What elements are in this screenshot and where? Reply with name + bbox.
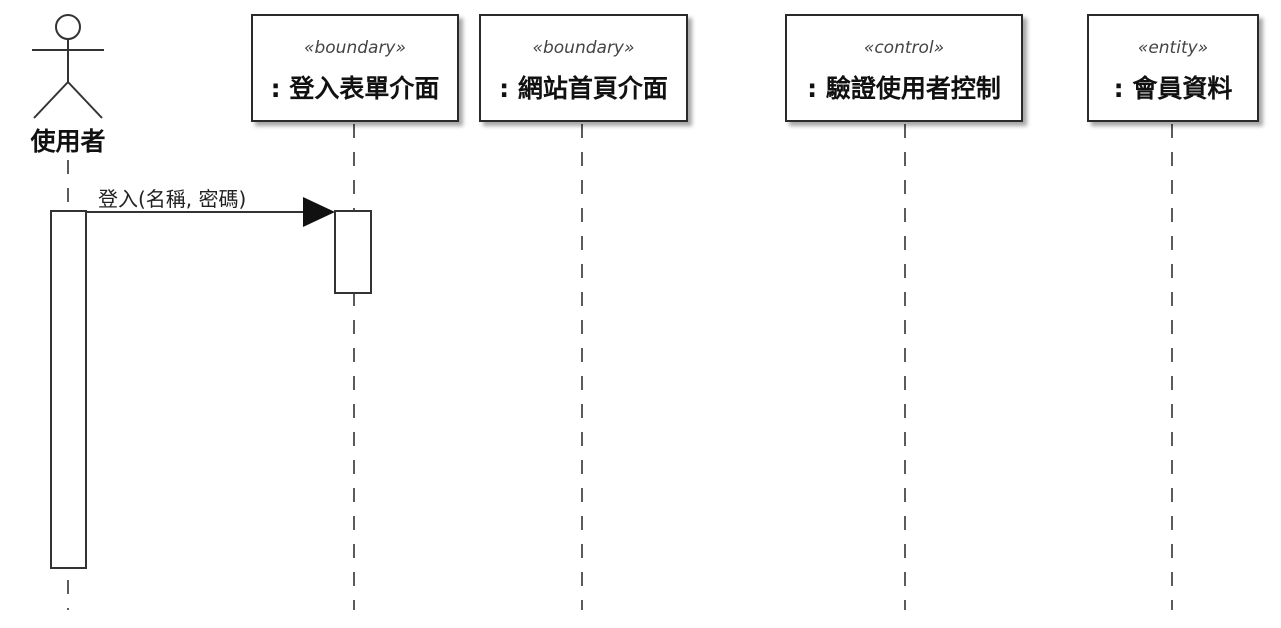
message-arrowhead-icon [303, 197, 335, 227]
actor-name: 使用者 [30, 127, 106, 156]
participant-stereotype: «boundary» [304, 38, 406, 58]
actor-stick-figure-icon [32, 14, 104, 119]
participant-box-p4: «entity» : 會員資料 [1087, 14, 1259, 122]
participant-box-p1: «boundary» : 登入表單介面 [251, 14, 459, 122]
participant-stereotype: «control» [863, 38, 945, 58]
participant-name: : 會員資料 [1113, 74, 1233, 103]
participant-stereotype: «entity» [1137, 38, 1209, 58]
participant-name: : 登入表單介面 [270, 74, 440, 103]
participant-name: : 驗證使用者控制 [807, 74, 1001, 103]
participant-stereotype: «boundary» [532, 38, 635, 58]
activation-bar-p1 [334, 210, 372, 294]
participant-box-p2: «boundary» : 網站首頁介面 [479, 14, 688, 122]
participant-name: : 網站首頁介面 [499, 74, 668, 103]
participant-box-p3: «control» : 驗證使用者控制 [785, 14, 1023, 122]
activation-bar-actor [50, 210, 87, 569]
message-label: 登入(名稱, 密碼) [98, 187, 247, 211]
